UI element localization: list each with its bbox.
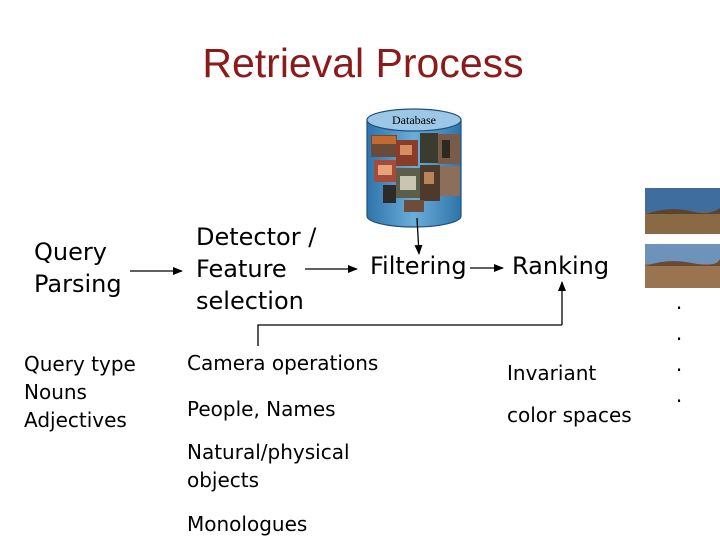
ellipsis-dot: . (675, 383, 683, 407)
query-parsing-label: Query Parsing (34, 238, 122, 298)
filtering-label: Filtering (370, 252, 467, 280)
ranking-detail-1: Invariant (507, 361, 597, 385)
vertical-ellipsis: . . . . (672, 287, 686, 411)
query-details: Query type Nouns Adjectives (24, 350, 136, 434)
query-detail-item: Nouns (24, 380, 87, 404)
ellipsis-dot: . (675, 352, 683, 376)
arrow-database-to-filtering (414, 217, 423, 255)
database-cylinder (366, 108, 462, 228)
database-label: Database (392, 113, 436, 127)
feature-detail-1: Camera operations (187, 351, 379, 375)
database-photo-collage (371, 133, 460, 212)
ranking-detail-2: color spaces (507, 403, 632, 427)
feedback-line (257, 324, 562, 346)
query-detail-item: Adjectives (24, 408, 127, 432)
query-detail-item: Query type (24, 352, 136, 376)
canyon-thumbnail-2 (645, 244, 720, 288)
ranking-label: Ranking (512, 252, 610, 280)
ellipsis-dot: . (675, 321, 683, 345)
feature-detail-2: People, Names (187, 397, 336, 421)
detector-feature-selection-label: Detector / Feature selection (196, 223, 317, 315)
ellipsis-dot: . (675, 290, 683, 314)
feature-detail-3: Natural/physical objects (187, 440, 350, 492)
canyon-thumbnail-1 (645, 188, 720, 234)
slide-title: Retrieval Process (202, 40, 524, 86)
feature-detail-4: Monologues (187, 512, 308, 536)
